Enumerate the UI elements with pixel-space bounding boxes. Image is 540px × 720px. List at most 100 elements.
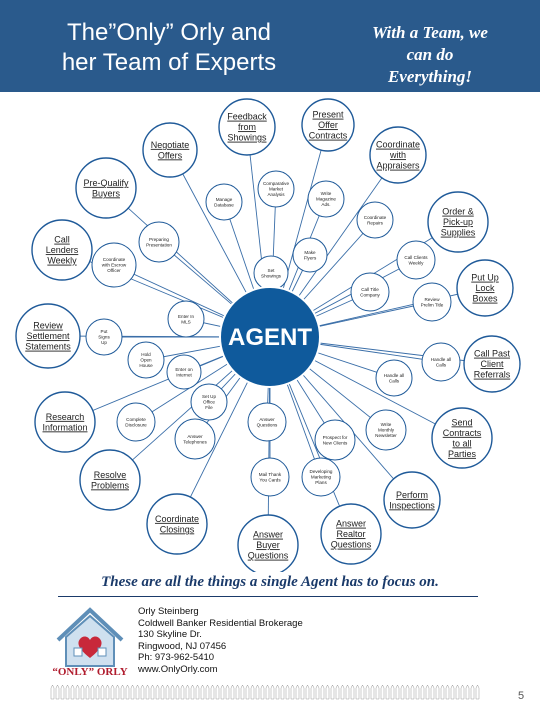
fence-picket	[170, 684, 175, 700]
node-circle	[427, 191, 489, 253]
node-label: Information	[42, 422, 87, 432]
node-label: Perform	[396, 490, 428, 500]
fence-picket	[345, 684, 350, 700]
node-circle	[365, 409, 407, 451]
node-label: Write	[381, 422, 392, 427]
node-circle	[375, 359, 413, 397]
node-label: File	[205, 405, 213, 410]
fence-picket	[390, 684, 395, 700]
node-circle	[174, 418, 216, 460]
node-label: Answer	[336, 519, 366, 529]
fence-picket	[225, 684, 230, 700]
node-label: Coordinate	[155, 514, 199, 524]
contact-address-line-2: Ringwood, NJ 07456	[138, 640, 227, 652]
fence-picket	[140, 684, 145, 700]
fence-picket	[110, 684, 115, 700]
node-label: Set Up	[202, 394, 216, 399]
fence-picket	[315, 684, 320, 700]
node-label: Lenders	[46, 245, 79, 255]
fence-picket	[260, 684, 265, 700]
fence-picket	[295, 684, 300, 700]
node-label: Questions	[248, 551, 289, 561]
node-label: Preparing	[149, 237, 169, 242]
node-label: Signs	[98, 335, 110, 340]
node-label: Prospect for	[323, 435, 348, 440]
fence-picket	[145, 684, 150, 700]
node-label: Inspections	[389, 500, 435, 510]
node-label: Plans	[315, 480, 327, 485]
node-label: Call Clients	[404, 255, 428, 260]
node-label: Set	[268, 268, 276, 273]
node-label: Officer	[107, 268, 121, 273]
node-label: Review	[424, 297, 440, 302]
node-label: Pre-Qualify	[83, 178, 129, 188]
fence-picket	[290, 684, 295, 700]
fence-picket	[215, 684, 220, 700]
node-label: Statements	[25, 342, 71, 352]
fence-picket	[395, 684, 400, 700]
fence-picket	[180, 684, 185, 700]
node-label: Marketing	[311, 475, 332, 480]
contact-website[interactable]: www.OnlyOrly.com	[138, 663, 218, 675]
fence-picket	[275, 684, 280, 700]
node-label: Analysis	[267, 192, 285, 197]
node-label: Showings	[261, 273, 282, 278]
fence-picket	[255, 684, 260, 700]
node-label: Buyers	[92, 188, 121, 198]
node-label: Negotiate	[151, 140, 190, 150]
node-label: Realtor	[336, 529, 365, 539]
node-label: Developing	[310, 469, 333, 474]
title-line-2: her Team of Experts	[61, 49, 277, 76]
node-label: Newsletter	[375, 433, 397, 438]
node-circle	[463, 335, 521, 393]
fence-picket	[235, 684, 240, 700]
node-label: Open	[140, 358, 152, 363]
fence-picket	[335, 684, 340, 700]
fence-picket	[250, 684, 255, 700]
node-label: Weekly	[47, 256, 77, 266]
fence-picket	[240, 684, 245, 700]
fence-decoration-icon	[50, 684, 480, 700]
page-title: The”Only” Orly and her Team of Experts	[34, 18, 304, 78]
node-label: Contracts	[309, 131, 348, 141]
node-label: Closings	[160, 524, 195, 534]
fence-picket	[340, 684, 345, 700]
node-label: Coordinate	[364, 215, 387, 220]
node-label: Send	[451, 417, 472, 427]
slogan-line-2: can do	[406, 45, 454, 64]
node-label: Magazine	[316, 197, 336, 202]
node-circle	[167, 300, 205, 338]
node-label: Up	[101, 340, 107, 345]
node-label: Answer	[187, 434, 203, 439]
fence-picket	[330, 684, 335, 700]
header-banner: The”Only” Orly and her Team of Experts W…	[0, 0, 540, 92]
node-circle	[31, 219, 93, 281]
node-label: Coordinate	[103, 257, 126, 262]
node-label: Client	[480, 359, 504, 369]
node-label: Contracts	[443, 428, 482, 438]
fence-picket	[325, 684, 330, 700]
fence-picket	[245, 684, 250, 700]
agent-task-diagram: FeedbackfromShowingsPresentOfferContract…	[15, 98, 521, 572]
fence-picket	[420, 684, 425, 700]
fence-picket	[440, 684, 445, 700]
fence-picket	[310, 684, 315, 700]
node-label: Weekly	[409, 260, 425, 265]
contact-name: Orly Steinberg	[138, 606, 199, 617]
node-label: Database	[214, 202, 234, 207]
fence-picket	[95, 684, 100, 700]
fence-picket	[230, 684, 235, 700]
